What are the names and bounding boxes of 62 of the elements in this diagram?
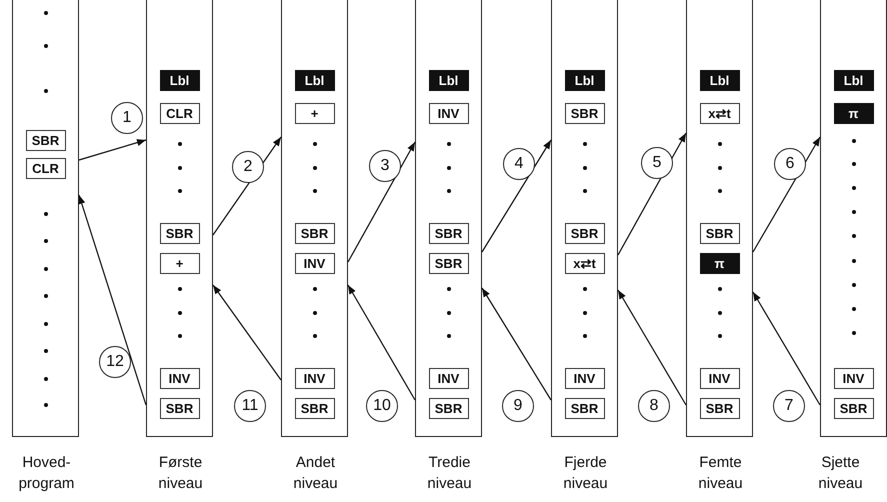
arrow [78,139,146,161]
step-number: 6 [774,148,806,180]
key-label: x⇄t [564,253,604,274]
key-label: INV [564,368,604,389]
step-number: 10 [366,390,398,422]
key-label: Lbl [428,70,468,91]
key-label: SBR [700,223,740,244]
key-label: SBR [294,398,334,419]
key-label: + [294,103,334,124]
key-label: π [700,253,740,274]
level-caption: Hoved- program [18,453,76,494]
key-label: CLR [26,158,66,179]
key-label: π [834,103,874,124]
key-label: + [160,253,200,274]
key-label: Lbl [294,70,334,91]
key-label: SBR [26,130,66,151]
key-label: Lbl [700,70,740,91]
step-number: 1 [111,102,143,134]
arrow [347,284,416,400]
arrow [481,288,552,400]
key-label: Lbl [160,70,200,91]
step-number: 9 [502,390,534,422]
key-label: CLR [160,103,200,124]
arrow [78,194,147,406]
key-label: INV [834,368,874,389]
key-label: SBR [428,223,468,244]
key-label: Lbl [564,70,604,91]
key-label: x⇄t [700,103,740,124]
key-label: SBR [564,103,604,124]
key-label: INV [294,253,334,274]
key-label: SBR [160,398,200,419]
level-caption: Femte niveau [697,453,744,494]
key-label: Lbl [834,70,874,91]
arrow [347,142,416,262]
step-number: 4 [503,148,535,180]
key-label: SBR [834,398,874,419]
level-caption: Sjette niveau [817,453,864,494]
level-caption: Andet niveau [292,453,339,494]
key-label: SBR [564,223,604,244]
arrow [212,284,282,380]
key-label: INV [294,368,334,389]
step-number: 2 [232,151,264,183]
key-label: INV [160,368,200,389]
key-label: INV [428,103,468,124]
key-label: SBR [564,398,604,419]
step-number: 11 [234,390,266,422]
key-label: SBR [428,253,468,274]
step-number: 3 [369,150,401,182]
level-caption: Første niveau [157,453,204,494]
step-number: 5 [641,147,673,179]
key-label: INV [700,368,740,389]
step-number: 12 [99,346,131,378]
step-number: 7 [773,390,805,422]
key-label: INV [428,368,468,389]
arrow [481,140,552,252]
key-label: SBR [700,398,740,419]
level-caption: Fjerde niveau [562,453,609,494]
level-caption: Tredie niveau [426,453,473,494]
key-label: SBR [294,223,334,244]
step-number: 8 [638,390,670,422]
key-label: SBR [428,398,468,419]
key-label: SBR [160,223,200,244]
